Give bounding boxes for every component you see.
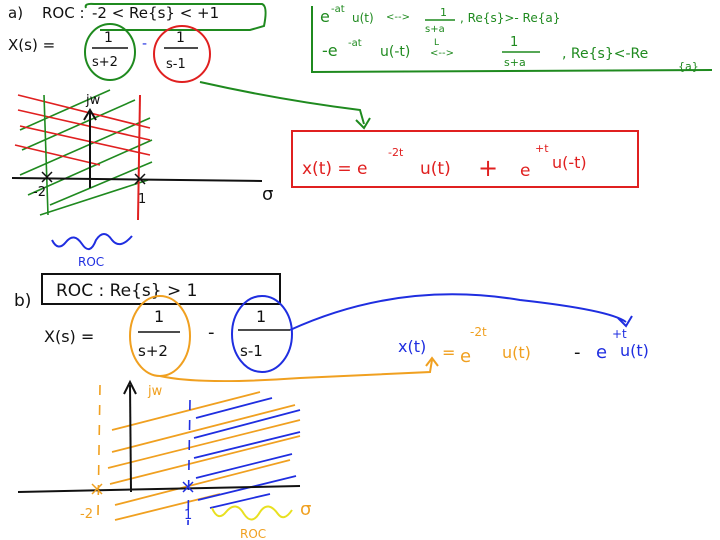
transform2-den: s+a xyxy=(504,56,526,69)
sigma-axis-a xyxy=(11,177,263,182)
blue-circle-frac2 xyxy=(231,295,293,373)
transform1-den: s+a xyxy=(425,24,445,35)
tick-neg2-a: -2 xyxy=(33,185,46,200)
frac-op-b: - xyxy=(208,322,215,343)
transform1-lhs: e xyxy=(320,7,330,26)
part-b-label: b) xyxy=(14,291,31,311)
roc-condition: -2 < Re{s} < +1 xyxy=(92,4,219,22)
transform1-mid: u(t) xyxy=(352,11,374,25)
transform1-num: 1 xyxy=(440,6,447,19)
tick-1-a: 1 xyxy=(138,192,146,207)
blue-arrow-b xyxy=(289,293,627,331)
pole-x-neg2-b xyxy=(91,483,103,495)
transform2-roc: , Re{s}<-Re xyxy=(562,46,648,62)
pole-line-green xyxy=(43,94,49,216)
result-lhs-b: x(t) xyxy=(398,337,426,356)
roc-region-label-b: ROC xyxy=(240,527,266,540)
pole-x-1-b xyxy=(182,481,194,493)
transform-1: e -at u(t) <--> 1 s+a , Re{s}>- Re{a} xyxy=(320,4,560,35)
part-b: b) ROC : Re{s} > 1 X(s) = 1 s+2 - 1 s-1 … xyxy=(14,273,649,540)
red-hatching-a xyxy=(14,94,151,166)
s-plane-b: jw σ -2 1 ROC xyxy=(17,379,311,540)
result-e1-b: e xyxy=(460,346,471,367)
pole-line-blue xyxy=(187,399,191,526)
transform2-arrow: <--> xyxy=(430,48,454,59)
jw-arrowhead-b xyxy=(123,379,137,395)
transform-table-box xyxy=(311,6,713,74)
axis-sigma-a: σ xyxy=(262,184,273,205)
result-exp2-b: +t xyxy=(612,327,627,341)
roc-hatching-b xyxy=(193,397,301,509)
result-end-b: u(t) xyxy=(620,341,649,360)
tick-1-b: 1 xyxy=(184,508,192,523)
roc-label: ROC : xyxy=(42,4,85,22)
sigma-axis-b xyxy=(17,485,301,493)
roc-condition-highlight xyxy=(84,2,267,31)
axis-jw-a: jw xyxy=(85,93,101,108)
transform1-arrow: <--> xyxy=(386,12,410,23)
roc-box-b xyxy=(41,273,281,305)
green-circle-frac1 xyxy=(84,23,136,81)
roc-region-label-a: ROC xyxy=(78,255,104,269)
result-box-a xyxy=(291,130,639,188)
jw-arrowhead-a xyxy=(83,108,97,121)
result-end-a: u(-t) xyxy=(552,153,587,172)
orange-arrowhead-b xyxy=(425,356,439,367)
arrowhead-a xyxy=(355,117,371,130)
axis-jw-b: jw xyxy=(147,384,163,399)
result-e2-b: e xyxy=(596,342,607,363)
pole-x-1 xyxy=(134,173,146,185)
frac2-den-b: s-1 xyxy=(240,342,263,360)
result-minus-b: - xyxy=(574,342,581,363)
transform2-lhs: -e xyxy=(322,41,338,60)
s-plane-a: jw σ -2 1 ROC xyxy=(11,89,273,269)
frac1-num-b: 1 xyxy=(154,307,164,326)
xs-lhs-b: X(s) = xyxy=(44,327,94,346)
result-e2-a: e xyxy=(520,161,530,181)
transform1-exp: -at xyxy=(331,4,345,15)
frac2-den-a: s-1 xyxy=(166,57,186,72)
pole-line-orange xyxy=(97,384,101,516)
result-lhs-a: x(t) = e xyxy=(302,159,368,179)
frac2-num-a: 1 xyxy=(176,30,185,46)
axis-sigma-b: σ xyxy=(300,499,311,520)
result-eq-b: = xyxy=(442,343,455,362)
result-mid-a: u(t) xyxy=(420,159,451,179)
result-plus-a: + xyxy=(478,154,498,182)
transform1-roc: , Re{s}>- Re{a} xyxy=(460,11,560,25)
red-circle-frac2 xyxy=(153,25,211,83)
result-exp1-a: -2t xyxy=(388,146,404,159)
result-mid-b: u(t) xyxy=(502,343,531,362)
transform2-roc2: {a} xyxy=(678,60,699,73)
pole-x-neg2 xyxy=(41,171,53,183)
tick-neg2-b: -2 xyxy=(80,507,93,522)
orange-arrow-b xyxy=(159,359,433,383)
frac1-den-b: s+2 xyxy=(138,342,168,360)
result-exp1-b: -2t xyxy=(470,325,487,339)
part-a-label: a) xyxy=(8,4,23,22)
roc-text-b: ROC : Re{s} > 1 xyxy=(56,281,197,301)
frac-op-a: - xyxy=(142,36,147,52)
xs-lhs-a: X(s) = xyxy=(8,36,55,54)
roc-squiggle-b xyxy=(211,505,293,521)
part-a: a) ROC : -2 < Re{s} < +1 X(s) = 1 s+2 - … xyxy=(8,2,713,269)
transform-2: -e -at u(-t) L <--> 1 s+a , Re{s}<-Re {a… xyxy=(322,35,699,73)
result-b: x(t) = e -2t u(t) - e +t u(t) xyxy=(398,325,649,367)
frac2-num-b: 1 xyxy=(256,307,266,326)
jw-axis-b xyxy=(129,384,132,493)
transform2-num: 1 xyxy=(510,35,518,50)
blue-arrowhead-b xyxy=(617,315,633,328)
pole-line-red xyxy=(137,94,141,221)
transform2-sym: L xyxy=(434,38,439,48)
result-exp2-a: +t xyxy=(535,142,549,155)
roc-squiggle-a xyxy=(51,233,133,251)
frac1-num-a: 1 xyxy=(104,30,113,46)
arrow-to-result-a xyxy=(199,81,365,125)
frac1-den-a: s+2 xyxy=(92,55,118,70)
result-a: x(t) = e -2t u(t) + e +t u(-t) xyxy=(302,142,587,182)
transform2-mid: u(-t) xyxy=(380,44,410,60)
orange-hatching-b xyxy=(107,391,301,521)
transform2-exp: -at xyxy=(348,38,362,49)
